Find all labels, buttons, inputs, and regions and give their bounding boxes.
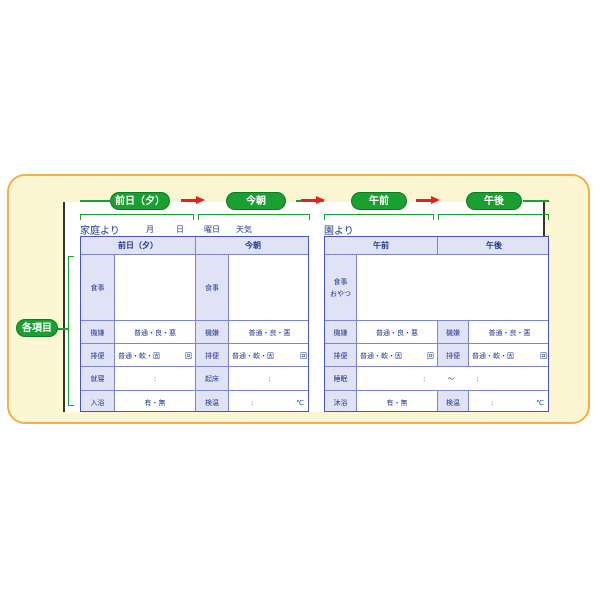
bowel-count-unit: 回 xyxy=(540,351,547,360)
items-connector xyxy=(56,328,68,330)
mood-label: 機嫌 xyxy=(81,321,115,344)
bowel-label: 排便 xyxy=(325,344,357,367)
step-connector xyxy=(80,200,110,202)
mood-pm-options[interactable]: 普通・良・悪 xyxy=(488,328,531,337)
nap-sep-end: : xyxy=(476,375,479,383)
mood-label: 機嫌 xyxy=(195,321,229,344)
meal-label: 食事 xyxy=(195,255,229,321)
school-title: 園より xyxy=(324,226,354,237)
mood-evening-options[interactable]: 普通・良・悪 xyxy=(134,328,176,337)
nap-label: 睡眠 xyxy=(325,367,357,391)
mood-morning-options[interactable]: 普通・良・悪 xyxy=(248,328,291,337)
month-label: 月 xyxy=(146,225,154,234)
bowel-evening-options[interactable]: 普通・軟・固 回 xyxy=(115,344,195,367)
mood-label: 機嫌 xyxy=(437,321,469,344)
arrow-icon xyxy=(301,196,325,205)
bowel-options: 普通・軟・固 xyxy=(232,351,274,360)
bowel-am-options[interactable]: 普通・軟・固 回 xyxy=(357,344,437,367)
step-pill-am: 午前 xyxy=(351,192,407,210)
nap-sep-start: : xyxy=(423,375,426,383)
bath-label: 入浴 xyxy=(81,391,115,411)
meal-snack-field[interactable] xyxy=(357,255,548,321)
header-morning: 今朝 xyxy=(195,237,308,254)
meal-label: 食事 xyxy=(81,255,115,321)
temperature-unit: ℃ xyxy=(536,398,544,407)
bowel-label: 排便 xyxy=(195,344,229,367)
mood-label: 機嫌 xyxy=(325,321,357,344)
bath-options[interactable]: 有・無 xyxy=(386,398,408,407)
bath-label: 沐浴 xyxy=(325,391,357,411)
step-pill-pm: 午後 xyxy=(466,192,522,210)
bracket-morning xyxy=(198,214,310,220)
temperature-field[interactable]: : ℃ xyxy=(469,391,548,411)
nap-time-field[interactable]: : ～ : xyxy=(357,367,548,391)
bowel-options: 普通・軟・固 xyxy=(118,351,160,360)
bedtime-label: 就寝 xyxy=(81,367,115,391)
step-pill-morning: 今朝 xyxy=(226,192,286,210)
nap-range-sep: ～ xyxy=(447,375,455,383)
temperature-field[interactable]: : ℃ xyxy=(229,391,308,411)
bowel-count-unit: 回 xyxy=(300,351,307,360)
step-pill-evening: 前日（夕） xyxy=(110,192,170,210)
bowel-morning-options[interactable]: 普通・軟・固 回 xyxy=(229,344,308,367)
items-pill: 各項目 xyxy=(16,319,58,337)
school-table: 午前 午後 食事 おやつ 機嫌 普通・良・悪 機嫌 普通・良・悪 排便 普通・軟… xyxy=(324,236,549,412)
temperature-unit: ℃ xyxy=(296,398,304,407)
arrow-icon xyxy=(416,196,440,205)
temperature-label: 検温 xyxy=(195,391,229,411)
bath-options[interactable]: 有・無 xyxy=(144,398,166,407)
bowel-label: 排便 xyxy=(81,344,115,367)
wake-label: 起床 xyxy=(195,367,229,391)
weather-label: 天気 xyxy=(236,225,252,234)
wake-field[interactable]: : xyxy=(268,375,271,383)
home-table: 前日（夕） 今朝 食事 食事 機嫌 普通・良・悪 機嫌 普通・良・悪 排便 普通… xyxy=(80,236,309,412)
mood-am-options[interactable]: 普通・良・悪 xyxy=(376,328,418,337)
bracket-pm xyxy=(438,214,549,220)
temperature-label: 検温 xyxy=(437,391,469,411)
bracket-evening xyxy=(80,214,194,220)
header-am: 午前 xyxy=(325,237,437,254)
day-label: 日 xyxy=(176,225,184,234)
meal-evening-field[interactable] xyxy=(115,255,195,321)
bowel-options: 普通・軟・固 xyxy=(472,351,514,360)
items-bracket xyxy=(68,256,74,406)
home-title: 家庭より xyxy=(80,226,120,237)
meal-snack-label: 食事 おやつ xyxy=(325,255,357,321)
bowel-pm-options[interactable]: 普通・軟・固 回 xyxy=(469,344,548,367)
temperature-sep: : xyxy=(491,398,494,407)
weekday-label: 曜日 xyxy=(204,225,220,234)
step-connector xyxy=(523,200,549,202)
bowel-options: 普通・軟・固 xyxy=(360,351,402,360)
bowel-count-unit: 回 xyxy=(185,351,192,360)
bowel-label: 排便 xyxy=(437,344,469,367)
header-evening: 前日（夕） xyxy=(81,237,195,254)
bowel-count-unit: 回 xyxy=(427,351,434,360)
bedtime-field[interactable]: : xyxy=(153,375,157,383)
temperature-sep: : xyxy=(251,398,254,407)
header-pm: 午後 xyxy=(437,237,548,254)
bracket-am xyxy=(324,214,434,220)
meal-morning-field[interactable] xyxy=(229,255,308,321)
arrow-icon xyxy=(181,196,205,205)
